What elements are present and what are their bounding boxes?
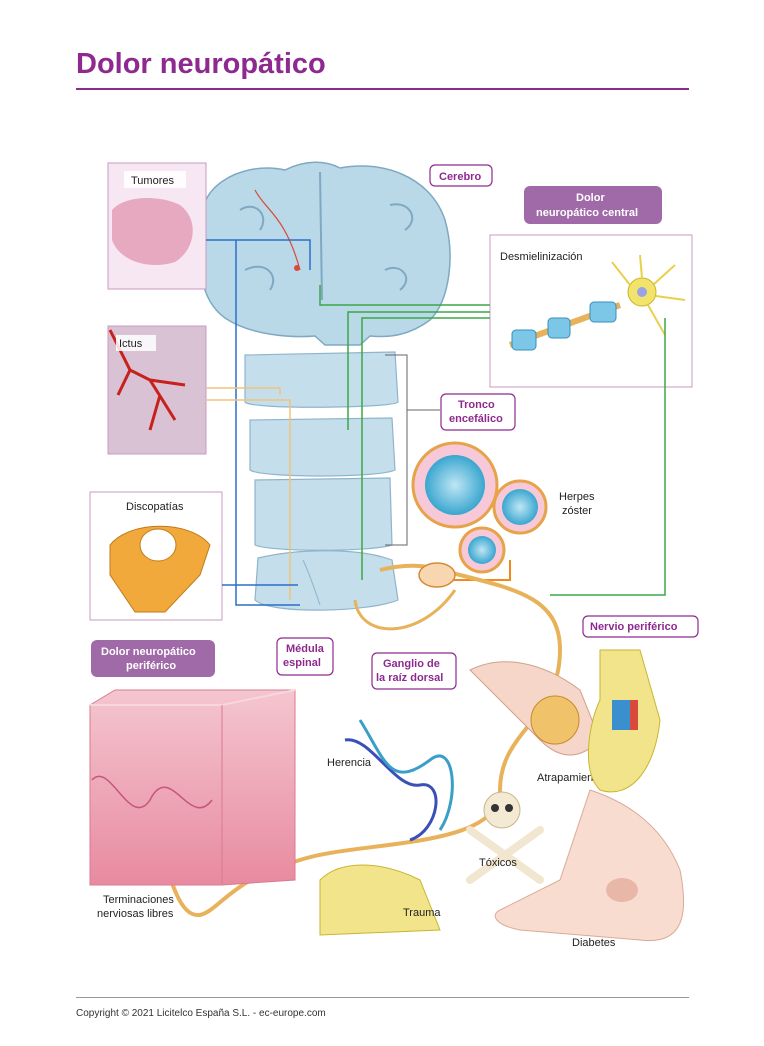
title-divider [76,88,689,90]
svg-text:Terminaciones: Terminaciones [103,894,174,906]
svg-text:Cerebro: Cerebro [439,171,481,183]
svg-text:Herpes: Herpes [559,491,595,503]
svg-text:Ganglio de: Ganglio de [383,658,440,670]
tumor-inset: Tumores [107,162,207,290]
svg-text:nerviosas libres: nerviosas libres [97,908,174,920]
svg-text:la raíz dorsal: la raíz dorsal [376,672,443,684]
skin-block-illustration: Terminaciones nerviosas libres [89,689,296,920]
svg-text:espinal: espinal [283,657,321,669]
dna-illustration: Herencia [327,719,454,842]
medula-label: Médula espinal [276,637,334,676]
connector-lines [206,239,666,606]
ganglio-label: Ganglio de la raíz dorsal [371,652,457,690]
svg-text:Ictus: Ictus [119,338,143,350]
ictus-inset: Ictus [107,325,207,455]
tumores-label: Tumores [124,171,186,188]
svg-text:Tóxicos: Tóxicos [479,857,517,869]
svg-text:Dolor: Dolor [576,192,605,204]
foot-illustration: Diabetes [494,789,685,949]
trauma-illustration: Trauma [319,864,441,936]
svg-text:zóster: zóster [562,505,592,517]
page-title: Dolor neuropático [76,48,326,80]
cerebro-label: Cerebro [429,164,493,187]
dolor-central-label: Dolor neuropático central [524,186,662,224]
svg-text:Desmielinización: Desmielinización [500,251,583,263]
brainstem-sections [244,351,399,611]
svg-text:Herencia: Herencia [327,757,372,769]
discopatias-inset: Discopatías [89,491,223,621]
svg-text:neuropático central: neuropático central [536,207,638,219]
svg-text:Discopatías: Discopatías [126,501,184,513]
svg-text:Tronco: Tronco [458,399,495,411]
svg-text:Atrapamiento: Atrapamiento [537,772,602,784]
svg-text:encefálico: encefálico [449,413,503,425]
svg-text:Trauma: Trauma [403,907,441,919]
svg-text:Diabetes: Diabetes [572,937,616,949]
svg-text:Médula: Médula [286,643,325,655]
ictus-label: Ictus [116,335,156,351]
dolor-periferico-label: Dolor neuropático periférico [91,640,215,677]
svg-text:Dolor neuropático: Dolor neuropático [101,646,196,658]
copyright-footer: Copyright © 2021 Licitelco España S.L. -… [76,1008,326,1019]
svg-text:Tumores: Tumores [131,175,174,187]
brain-illustration [199,161,451,346]
tronco-label: Tronco encefálico [440,393,516,431]
skull-crossbones-illustration: Tóxicos [466,791,544,884]
herpes-virus-illustration: Herpes zóster [411,441,595,574]
nervio-label: Nervio periférico [582,615,699,638]
nerve-cross-section-illustration [588,649,661,793]
svg-text:periférico: periférico [126,660,176,672]
svg-text:Nervio periférico: Nervio periférico [590,621,678,633]
footer-divider [76,997,689,998]
desmielinizacion-inset: Desmielinización [489,234,693,388]
hand-illustration: Atrapamiento [469,661,602,784]
